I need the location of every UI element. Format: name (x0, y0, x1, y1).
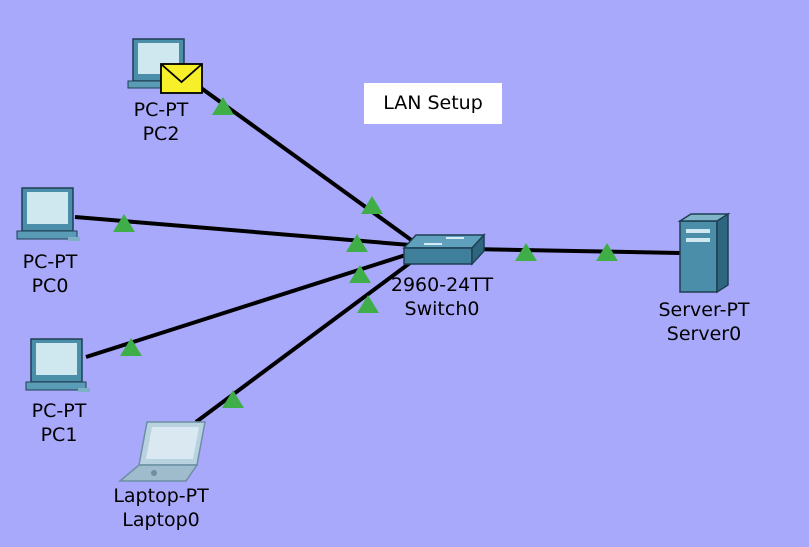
link-light-up (361, 196, 383, 214)
device-type: Laptop-PT (113, 485, 209, 507)
link-light-up (113, 214, 135, 232)
device-label-laptop0: Laptop-PT Laptop0 (113, 484, 208, 532)
pc-icon (16, 187, 80, 241)
link-light-up (515, 243, 537, 261)
device-type: Server-PT (658, 299, 750, 321)
device-server0[interactable] (677, 212, 731, 294)
device-pc0[interactable] (16, 187, 80, 241)
note-lan-setup[interactable]: LAN Setup (364, 83, 502, 124)
device-name: Server0 (666, 323, 742, 345)
link-light-up (120, 338, 142, 356)
envelope-icon[interactable] (160, 63, 203, 94)
server-icon (677, 212, 731, 294)
device-name: PC1 (40, 424, 78, 446)
link-light-up (222, 390, 244, 408)
device-pc2[interactable] (127, 38, 203, 94)
device-label-pc1: PC-PT PC1 (32, 399, 87, 447)
device-name: Switch0 (404, 298, 480, 320)
link-lights (113, 97, 618, 408)
device-type: PC-PT (133, 99, 189, 121)
switch-icon (402, 233, 486, 266)
link-light-up (349, 265, 371, 283)
device-label-pc0: PC-PT PC0 (23, 250, 78, 298)
device-laptop0[interactable] (117, 421, 206, 482)
laptop-icon (117, 421, 206, 482)
device-label-server0: Server-PT Server0 (658, 298, 749, 346)
device-name: PC0 (31, 275, 69, 297)
device-name: Laptop0 (122, 509, 200, 531)
link-switch0-server0[interactable] (469, 247, 681, 255)
device-name: PC2 (142, 123, 180, 145)
device-label-switch0: 2960-24TT Switch0 (391, 273, 493, 321)
device-type: 2960-24TT (390, 274, 494, 296)
device-type: PC-PT (22, 251, 78, 273)
device-label-pc2: PC-PT PC2 (134, 98, 189, 146)
link-light-up (346, 234, 368, 252)
pc-icon (25, 338, 90, 392)
link-light-up (212, 97, 234, 115)
link-light-up (596, 243, 618, 261)
device-switch0[interactable] (402, 233, 486, 266)
pc-icon (127, 38, 185, 89)
device-type: PC-PT (31, 400, 87, 422)
device-pc1[interactable] (25, 338, 90, 392)
link-light-up (357, 295, 379, 313)
